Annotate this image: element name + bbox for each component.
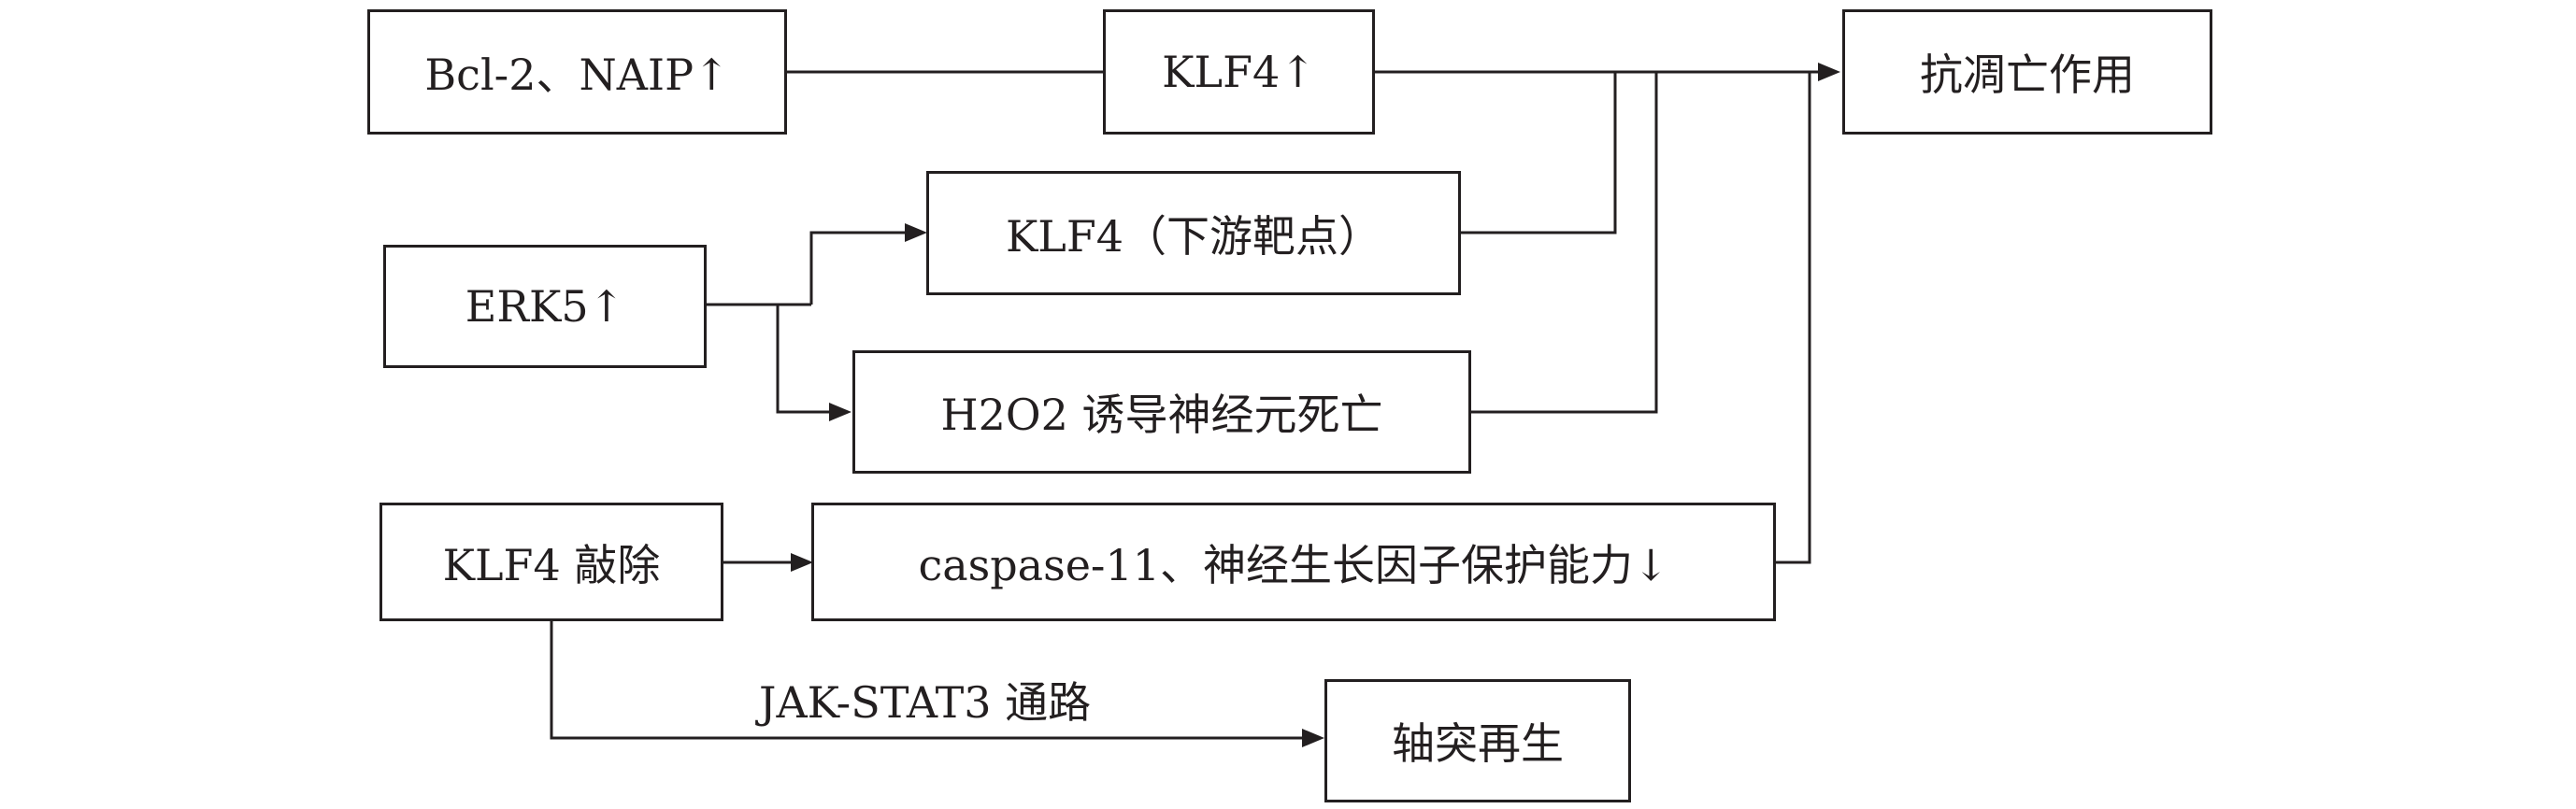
edge-klf4-knockout-to-axon — [550, 621, 1310, 740]
node-erk5-up-label: ERK5↑ — [465, 281, 625, 332]
node-klf4-knockout: KLF4 敲除 — [379, 503, 723, 621]
node-bcl2-naip: Bcl-2、NAIP↑ — [367, 9, 787, 135]
node-caspase-ngf-label: caspase-11、神经生长因子保护能力↓ — [918, 539, 1669, 590]
node-klf4-targets: KLF4（下游靶点） — [926, 171, 1461, 295]
arrowhead-caspase — [791, 553, 813, 572]
arrowhead-klf4-targets — [905, 223, 927, 242]
edge-h2o2-to-anti-apoptosis — [1471, 72, 1658, 414]
edge-label-jak-stat3: JAK-STAT3 通路 — [759, 677, 1092, 728]
node-klf4-up-label: KLF4↑ — [1162, 47, 1316, 97]
edge-erk5-to-h2o2 — [776, 305, 837, 414]
node-caspase-ngf: caspase-11、神经生长因子保护能力↓ — [811, 503, 1776, 621]
node-anti-apoptosis: 抗凋亡作用 — [1842, 9, 2212, 135]
node-anti-apoptosis-label: 抗凋亡作用 — [1920, 50, 2135, 100]
arrowhead-anti-apoptosis — [1818, 63, 1840, 81]
edge-klf4-targets-to-anti-apoptosis — [1461, 72, 1617, 234]
node-axon-regeneration: 轴突再生 — [1324, 679, 1631, 802]
node-axon-regeneration-label: 轴突再生 — [1392, 718, 1564, 769]
arrowhead-axon — [1302, 729, 1324, 747]
arrowhead-h2o2 — [829, 403, 852, 421]
node-erk5-up: ERK5↑ — [383, 245, 707, 368]
node-bcl2-naip-label: Bcl-2、NAIP↑ — [424, 50, 730, 100]
node-klf4-targets-label: KLF4（下游靶点） — [1005, 210, 1382, 262]
edge-erk5-to-klf4-targets — [809, 231, 905, 305]
node-h2o2-neuron-death: H2O2 诱导神经元死亡 — [852, 350, 1471, 474]
edge-caspase-to-anti-apoptosis — [1776, 72, 1811, 564]
node-klf4-knockout-label: KLF4 敲除 — [442, 539, 661, 590]
node-klf4-up: KLF4↑ — [1103, 9, 1375, 135]
node-h2o2-neuron-death-label: H2O2 诱导神经元死亡 — [940, 390, 1383, 440]
